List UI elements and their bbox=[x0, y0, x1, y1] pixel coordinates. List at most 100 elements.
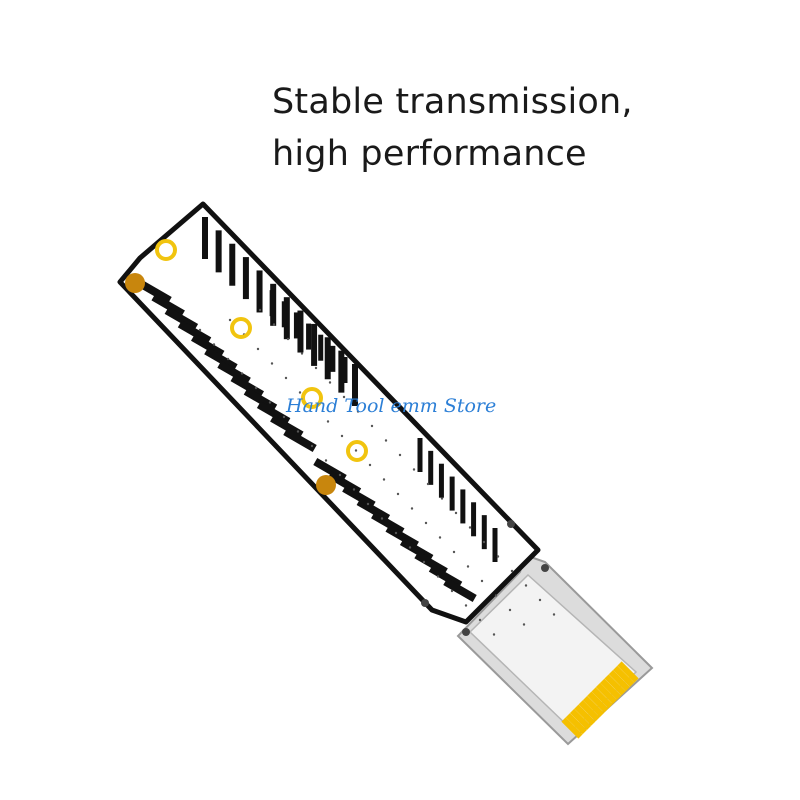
via-dot bbox=[368, 463, 372, 467]
stripe-trace bbox=[270, 414, 304, 439]
stripe-trace bbox=[202, 217, 208, 259]
stripe-trace bbox=[283, 297, 290, 340]
via-dot bbox=[494, 594, 498, 597]
via-dot bbox=[398, 453, 402, 457]
via-dot bbox=[384, 439, 388, 442]
via-dot bbox=[524, 584, 528, 587]
via-dot bbox=[282, 415, 286, 419]
stripe-trace bbox=[318, 334, 324, 361]
headline: Stable transmission, high performance bbox=[272, 76, 633, 180]
stripe-trace bbox=[243, 387, 278, 412]
gold-contact bbox=[582, 695, 605, 718]
gold-contact bbox=[613, 665, 635, 687]
gold-contacts bbox=[561, 661, 639, 739]
via-dot bbox=[464, 604, 468, 607]
mounting-ring bbox=[230, 317, 252, 339]
via-dot bbox=[436, 575, 440, 578]
via-dot bbox=[356, 410, 360, 413]
via-dot bbox=[326, 420, 330, 423]
gold-contact bbox=[570, 708, 592, 730]
stripe-trace bbox=[449, 476, 455, 511]
via-dot bbox=[466, 565, 470, 568]
stripe-trace bbox=[283, 428, 317, 452]
via-dot bbox=[226, 357, 230, 361]
via-dot bbox=[482, 540, 486, 544]
via-dot bbox=[284, 376, 288, 380]
via-dot bbox=[412, 468, 416, 471]
store-watermark: Hand Tool emm Store bbox=[286, 395, 497, 417]
stripe-trace bbox=[417, 438, 423, 472]
via-dot bbox=[492, 633, 496, 636]
stripe-trace bbox=[438, 463, 444, 498]
via-dot bbox=[510, 569, 514, 573]
stripe-trace bbox=[428, 450, 434, 485]
via-dot bbox=[300, 352, 304, 355]
gold-contact bbox=[617, 661, 639, 683]
via-dot bbox=[212, 343, 216, 346]
connector-plug bbox=[456, 553, 654, 746]
via-dot bbox=[408, 546, 412, 549]
gold-contact bbox=[578, 700, 600, 722]
stripe-trace bbox=[257, 279, 263, 305]
mounting-ring bbox=[301, 387, 323, 409]
stripe-trace bbox=[281, 301, 287, 328]
stripe-trace bbox=[215, 230, 222, 273]
stripe-trace bbox=[492, 528, 498, 562]
mounting-pad-gold bbox=[316, 475, 336, 495]
screw bbox=[541, 564, 549, 572]
via-dot bbox=[272, 323, 276, 326]
stripe-trace bbox=[293, 312, 299, 339]
via-dot bbox=[410, 507, 414, 510]
via-dot bbox=[424, 521, 428, 525]
stripe-trace bbox=[443, 578, 477, 602]
mounting-pad-gold bbox=[125, 273, 145, 293]
via-dot bbox=[352, 488, 356, 491]
via-dot bbox=[254, 386, 258, 390]
via-dot bbox=[382, 478, 386, 481]
via-dot bbox=[454, 511, 458, 515]
via-dot bbox=[298, 391, 302, 394]
via-dots bbox=[198, 308, 556, 636]
via-dot bbox=[366, 502, 370, 506]
via-dot bbox=[496, 555, 500, 558]
via-dot bbox=[338, 473, 342, 477]
stripe-trace bbox=[269, 290, 275, 317]
via-dot bbox=[426, 482, 430, 486]
gold-contact bbox=[608, 670, 630, 692]
via-dot bbox=[198, 328, 202, 332]
via-dot bbox=[468, 526, 472, 529]
screw bbox=[421, 599, 429, 607]
via-dot bbox=[240, 372, 244, 375]
via-dot bbox=[522, 623, 526, 626]
via-dot bbox=[324, 459, 328, 462]
via-dot bbox=[422, 560, 426, 564]
stripe-trace bbox=[229, 243, 236, 286]
stripe-trace bbox=[324, 337, 331, 380]
headline-line-2: high performance bbox=[272, 134, 587, 174]
stripe-trace bbox=[177, 320, 212, 345]
stripe-trace bbox=[481, 515, 487, 550]
stripe-trace bbox=[306, 323, 312, 350]
gold-contact bbox=[561, 717, 583, 739]
via-dot bbox=[508, 608, 512, 612]
stripe-trace bbox=[242, 257, 249, 300]
stripe-trace bbox=[230, 374, 264, 399]
via-dot bbox=[380, 517, 384, 520]
stripe-trace bbox=[460, 489, 466, 524]
via-dot bbox=[440, 497, 444, 500]
stripe-trace bbox=[256, 401, 291, 426]
via-dot bbox=[268, 401, 272, 404]
via-dot bbox=[340, 434, 344, 438]
stripe-trace bbox=[311, 323, 318, 366]
gold-contact bbox=[565, 713, 587, 735]
stripe-trace bbox=[352, 364, 358, 406]
screw bbox=[462, 628, 470, 636]
via-dot bbox=[286, 337, 290, 341]
stripe-trace bbox=[217, 360, 251, 385]
via-dot bbox=[480, 579, 484, 583]
via-dot bbox=[450, 589, 454, 593]
via-dot bbox=[538, 598, 542, 602]
gold-contact bbox=[587, 691, 609, 713]
stripe-trace bbox=[204, 347, 238, 372]
